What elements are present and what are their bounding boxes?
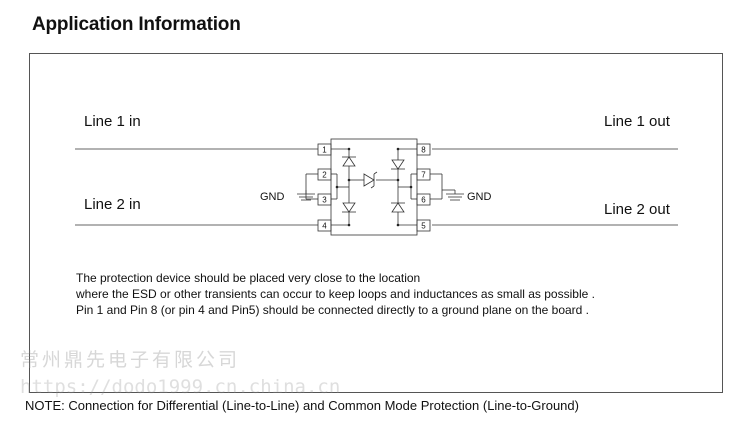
pin-number: 5	[421, 222, 426, 231]
footer-note: NOTE: Connection for Differential (Line-…	[25, 398, 579, 413]
tvs-diode-icon	[391, 159, 405, 170]
tvs-diode-icon	[342, 202, 356, 213]
pin-box-2	[317, 168, 332, 181]
line1-in-label: Line 1 in	[84, 113, 141, 130]
placement-notes: The protection device should be placed v…	[76, 270, 595, 318]
watermark-url: https://dodo1999.cn.china.cn	[20, 376, 341, 398]
pin-number: 7	[421, 171, 426, 180]
pin-box-7	[416, 168, 431, 181]
watermark-company: 常州鼎先电子有限公司	[20, 349, 241, 371]
line2-in-label: Line 2 in	[84, 196, 141, 213]
ground-icon	[297, 193, 315, 201]
gnd-label-right: GND	[467, 191, 492, 203]
pin-box-8	[416, 143, 431, 156]
pin-number: 3	[322, 196, 327, 205]
pin-number: 6	[421, 196, 426, 205]
pin-number: 2	[322, 171, 327, 180]
note-line: where the ESD or other transients can oc…	[76, 287, 595, 301]
zener-diode-icon	[363, 171, 378, 189]
tvs-diode-icon	[391, 202, 405, 213]
pin-number: 1	[322, 146, 327, 155]
pin-number: 8	[421, 146, 426, 155]
line1-out-label: Line 1 out	[604, 113, 670, 130]
pin-box-1	[317, 143, 332, 156]
pin-box-5	[416, 219, 431, 232]
note-line: The protection device should be placed v…	[76, 271, 421, 285]
pin-box-3	[317, 193, 332, 206]
line2-out-label: Line 2 out	[604, 201, 670, 218]
gnd-label-left: GND	[260, 191, 285, 203]
ic-body	[330, 138, 418, 236]
diagram-frame	[29, 53, 723, 393]
pin-box-6	[416, 193, 431, 206]
ground-icon	[442, 189, 464, 201]
tvs-diode-icon	[342, 156, 356, 167]
pin-number: 4	[322, 222, 327, 231]
pin-box-4	[317, 219, 332, 232]
note-line: Pin 1 and Pin 8 (or pin 4 and Pin5) shou…	[76, 303, 590, 317]
page-title: Application Information	[32, 14, 241, 35]
